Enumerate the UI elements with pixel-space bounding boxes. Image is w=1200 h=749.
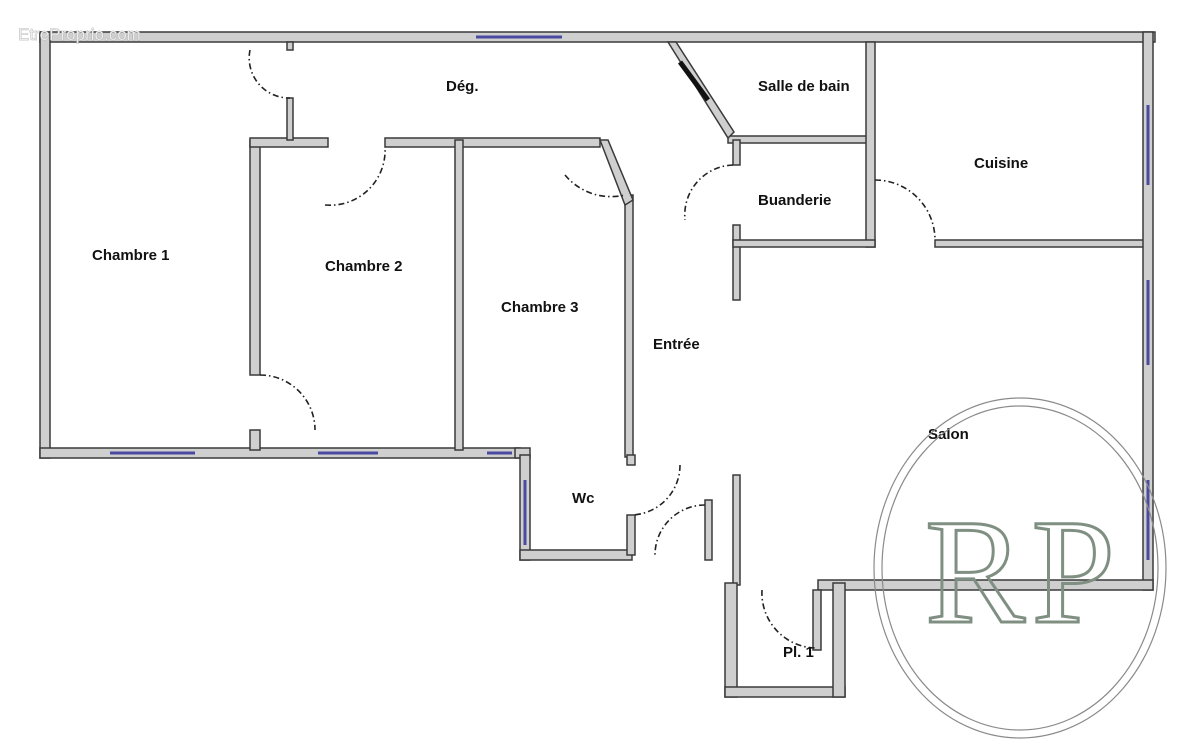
wall bbox=[732, 239, 876, 248]
rp-logo: RP bbox=[873, 397, 1167, 739]
door-swing bbox=[654, 504, 706, 556]
wall bbox=[934, 239, 1146, 248]
wall bbox=[626, 514, 636, 556]
wall bbox=[519, 549, 633, 561]
room-label-entree: Entrée bbox=[653, 336, 700, 353]
logo-ring-inner bbox=[881, 405, 1159, 731]
wall bbox=[732, 139, 741, 166]
room-label-salon: Salon bbox=[928, 426, 969, 443]
wall bbox=[832, 582, 846, 698]
wall bbox=[817, 579, 1154, 591]
logo-letters: RP bbox=[925, 489, 1115, 655]
wall bbox=[286, 41, 294, 51]
wall bbox=[724, 582, 738, 698]
room-label-buanderie: Buanderie bbox=[758, 192, 831, 209]
wall bbox=[624, 194, 634, 458]
door-swing bbox=[761, 589, 816, 649]
wall bbox=[39, 31, 1156, 43]
room-label-cuisine: Cuisine bbox=[974, 155, 1028, 172]
wall bbox=[727, 135, 871, 144]
room-label-placard-1: Pl. 1 bbox=[783, 644, 814, 661]
wall bbox=[704, 499, 713, 561]
doors bbox=[248, 49, 936, 649]
wall bbox=[39, 31, 51, 459]
door-swing bbox=[564, 174, 626, 198]
room-label-deg: Dég. bbox=[446, 78, 479, 95]
wall bbox=[724, 686, 846, 698]
door-swing bbox=[874, 179, 936, 241]
wall bbox=[732, 474, 741, 586]
wall-diagonal bbox=[598, 139, 634, 207]
room-labels: Dég. Salle de bain Cuisine Buanderie Cha… bbox=[92, 78, 1028, 661]
wall bbox=[812, 589, 822, 651]
room-label-chambre-2: Chambre 2 bbox=[325, 258, 403, 275]
wall bbox=[732, 224, 741, 301]
door-swing bbox=[324, 146, 386, 207]
room-label-wc: Wc bbox=[572, 490, 595, 507]
wall bbox=[454, 139, 464, 451]
door-swing bbox=[248, 49, 291, 99]
door-swing bbox=[259, 374, 316, 431]
wall bbox=[249, 429, 261, 451]
logo-ring-outer bbox=[873, 397, 1167, 739]
wall bbox=[865, 41, 876, 248]
watermark-text: EtreProprio.com bbox=[18, 25, 141, 44]
room-label-chambre-3: Chambre 3 bbox=[501, 299, 579, 316]
windows bbox=[110, 35, 1150, 560]
door-swing bbox=[631, 464, 681, 516]
room-label-salle-de-bain: Salle de bain bbox=[758, 78, 850, 95]
wall bbox=[384, 137, 601, 148]
wall bbox=[286, 97, 294, 141]
wall-segment-dark bbox=[677, 60, 711, 102]
wall bbox=[249, 139, 261, 376]
wall bbox=[626, 454, 636, 466]
door-swing bbox=[683, 164, 734, 221]
room-label-chambre-1: Chambre 1 bbox=[92, 247, 170, 264]
